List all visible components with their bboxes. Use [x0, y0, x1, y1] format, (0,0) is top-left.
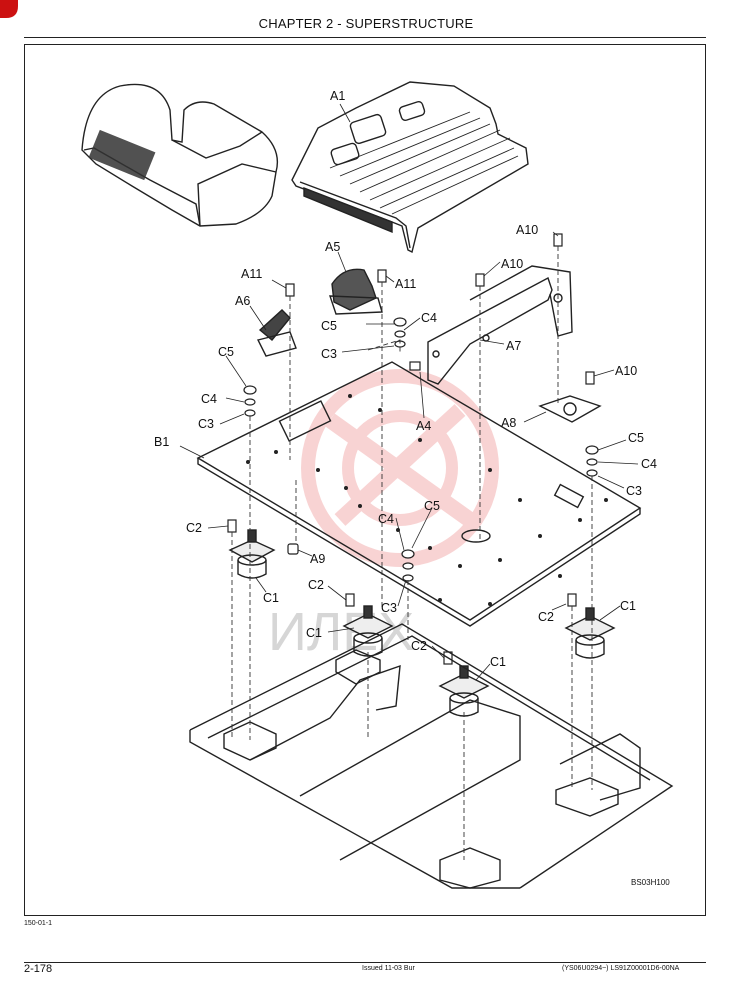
- assembly-lines: [231, 246, 593, 860]
- callout-a5: A5: [325, 240, 340, 254]
- figure-frame: [24, 44, 706, 916]
- corner-tab-icon: [0, 0, 18, 18]
- callout-a1: A1: [330, 89, 345, 103]
- floor-plate-b1: [196, 361, 642, 627]
- callout-c1-right: C1: [620, 599, 636, 613]
- callout-a4: A4: [416, 419, 431, 433]
- callout-c2-lower: C2: [411, 639, 427, 653]
- callout-c5-right: C5: [628, 431, 644, 445]
- figure-code: BS03H100: [631, 878, 670, 887]
- upper-frame: [189, 623, 674, 889]
- callout-a9: A9: [310, 552, 325, 566]
- pedal-a6: [256, 309, 297, 357]
- callout-c2-center: C2: [308, 578, 324, 592]
- callout-a10-mid: A10: [501, 257, 523, 271]
- callout-b1: B1: [154, 435, 169, 449]
- callout-c3-right: C3: [626, 484, 642, 498]
- mount-c1-lower: [438, 665, 490, 717]
- watermark-logo: [301, 369, 499, 567]
- watermark-text: ИЛЕХ: [268, 602, 414, 662]
- callout-c4-left: C4: [201, 392, 217, 406]
- callout-c2-left: C2: [186, 521, 202, 535]
- callout-c1-center: C1: [306, 626, 322, 640]
- callout-c4-right: C4: [641, 457, 657, 471]
- callout-a11-left: A11: [241, 267, 262, 281]
- callout-c3-left: C3: [198, 417, 214, 431]
- callout-c3-center: C3: [381, 601, 397, 615]
- pedal-a5: [329, 268, 383, 315]
- mount-c1-left: [228, 529, 276, 579]
- page-number: 2-178: [24, 963, 53, 975]
- callout-c3-a5: C3: [321, 347, 337, 361]
- mount-c1-right: [564, 607, 616, 659]
- callout-c5-left: C5: [218, 345, 234, 359]
- callout-a10-top: A10: [516, 223, 538, 237]
- document-id: (YS06U0294~) LS91Z00001D6-00NA: [562, 965, 680, 972]
- callout-a11-right: A11: [395, 277, 416, 291]
- sheet-id: 150-01-1: [24, 920, 53, 927]
- callout-c4-a5: C4: [421, 311, 437, 325]
- issued-date: Issued 11-03 Bur: [362, 965, 415, 972]
- callout-c5-a5: C5: [321, 319, 337, 333]
- callout-c1-left: C1: [263, 591, 279, 605]
- operator-seat: [81, 83, 279, 227]
- callout-c2-right: C2: [538, 610, 554, 624]
- plate-a8: [538, 395, 602, 423]
- callout-a6: A6: [235, 294, 250, 308]
- callout-c4-center: C4: [378, 512, 394, 526]
- header-rule: [24, 37, 706, 38]
- callout-a10-right: A10: [615, 364, 637, 378]
- callout-c5-center: C5: [424, 499, 440, 513]
- callout-labels: A1 A5 A11 A11 A10 A10 A10 A6 C5 C4 C3 A7…: [154, 89, 657, 669]
- floor-mat-a1: [291, 81, 529, 254]
- footer-rule: [24, 962, 706, 963]
- callout-a7: A7: [506, 339, 521, 353]
- chapter-title: CHAPTER 2 - SUPERSTRUCTURE: [258, 16, 474, 31]
- leader-lines: [179, 103, 639, 681]
- callout-c1-lower: C1: [490, 655, 506, 669]
- bracket-a7: [427, 265, 573, 385]
- callout-a8: A8: [501, 416, 516, 430]
- mount-c1-center: [342, 605, 394, 657]
